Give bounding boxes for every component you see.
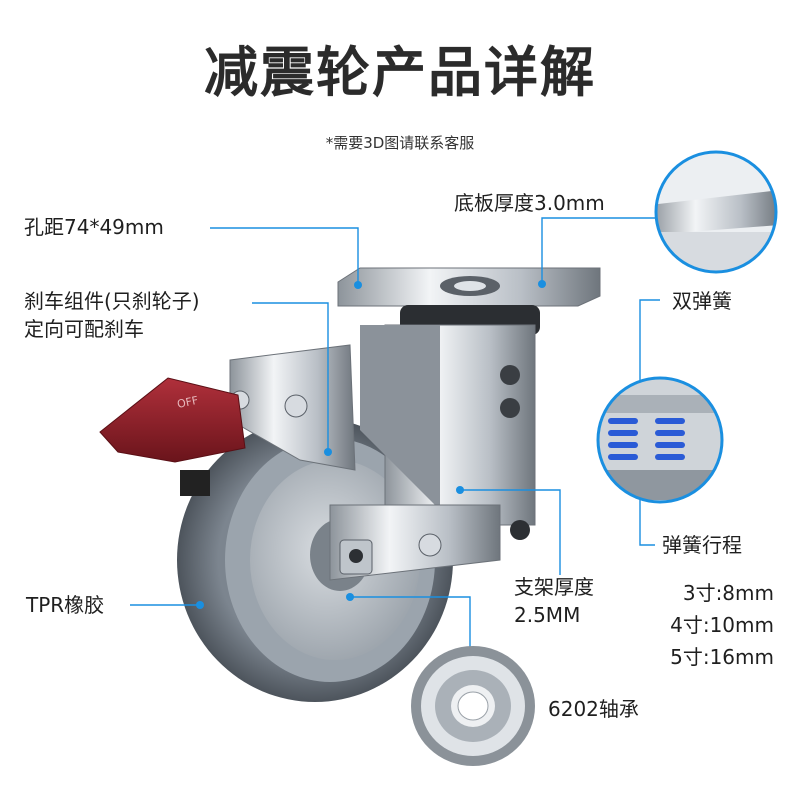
label-bracket-line1: 支架厚度 — [514, 575, 594, 599]
pointer-dots — [196, 280, 546, 609]
brake-assembly: OFF — [99, 344, 356, 496]
label-bracket-line2: 2.5MM — [514, 603, 581, 627]
label-spring-5: 5寸:16mm — [670, 645, 774, 669]
label-plate-thickness: 底板厚度3.0mm — [454, 191, 605, 215]
label-hole-distance: 孔距74*49mm — [24, 215, 164, 239]
label-spring-3: 3寸:8mm — [682, 581, 774, 605]
label-double-spring: 双弹簧 — [672, 289, 732, 313]
plate-inset — [654, 150, 778, 274]
bracket-arm — [329, 504, 530, 581]
page-title: 减震轮产品详解 — [204, 41, 596, 104]
spring-inset — [596, 376, 724, 504]
bearing-image — [411, 646, 535, 766]
subtitle-note: *需要3D图请联系客服 — [325, 134, 475, 152]
label-brake-line2: 定向可配刹车 — [24, 317, 144, 341]
swivel-housing — [360, 305, 540, 526]
label-bearing: 6202轴承 — [548, 697, 639, 721]
top-plate — [337, 267, 601, 307]
label-spring-travel-title: 弹簧行程 — [662, 533, 742, 557]
svg-text:OFF: OFF — [176, 394, 200, 411]
pointer-lines — [130, 217, 660, 658]
label-brake-line1: 刹车组件(只刹轮子) — [24, 289, 200, 313]
label-tpr-rubber: TPR橡胶 — [26, 593, 105, 617]
label-spring-4: 4寸:10mm — [670, 613, 774, 637]
